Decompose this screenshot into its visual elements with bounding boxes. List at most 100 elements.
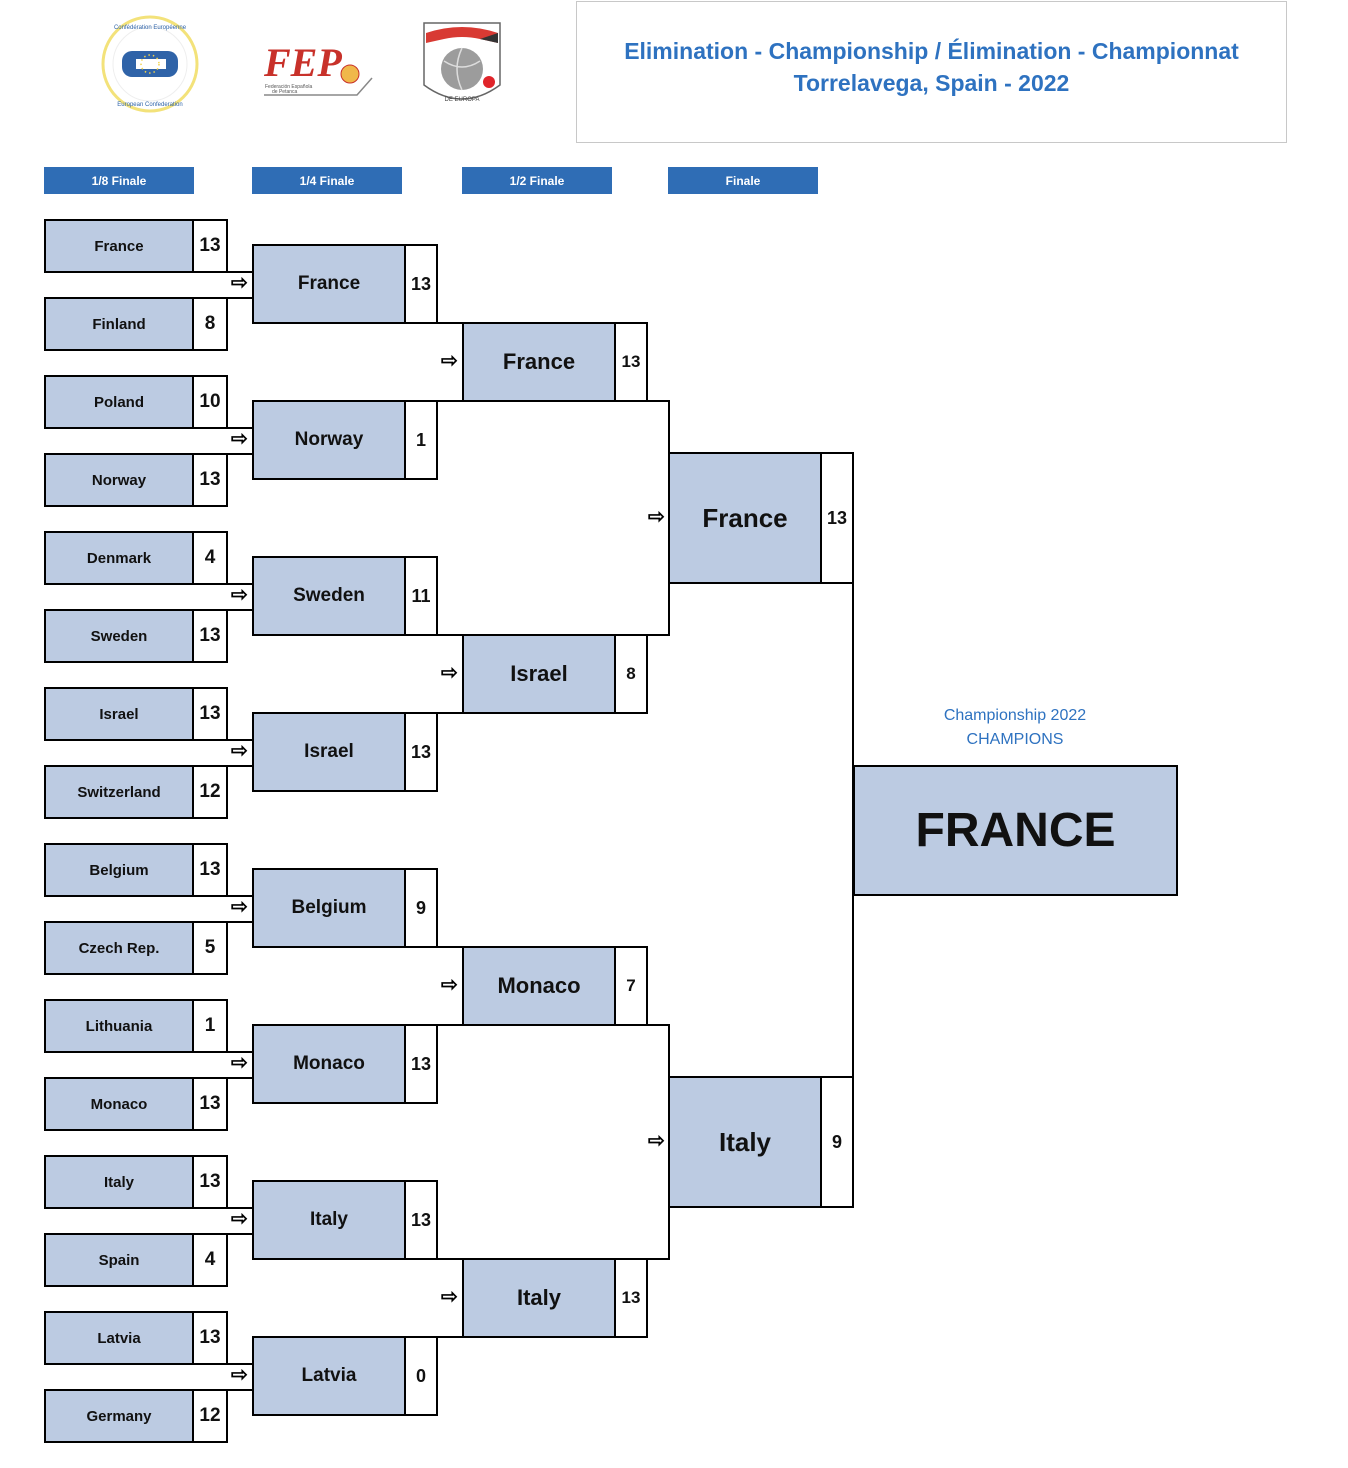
team-score: 13	[410, 1053, 432, 1074]
champion-caption-line1: Championship 2022	[943, 707, 1087, 724]
team-score: 11	[411, 585, 431, 606]
connector-line	[226, 1233, 254, 1235]
team-name: Monaco	[464, 948, 616, 1024]
team-score: 0	[415, 1365, 426, 1386]
team-score: 13	[199, 1093, 221, 1114]
connector-line	[436, 1258, 464, 1260]
arrow-right-icon: ⇨	[441, 974, 458, 996]
connector-line	[646, 634, 670, 636]
arrow-right-icon: ⇨	[231, 1208, 248, 1230]
semi-final-team-entry: Israel 8	[462, 634, 648, 714]
connector-line	[226, 1077, 254, 1079]
team-score: 4	[204, 547, 216, 568]
team-score: 13	[621, 352, 641, 371]
team-score: 13	[199, 859, 221, 880]
champion-caption-line2: CHAMPIONS	[966, 731, 1064, 748]
round-label-round-of-16: 1/8 Finale	[44, 167, 194, 194]
team-name: France	[254, 246, 406, 322]
svg-text:Federación Española: Federación Española	[265, 84, 312, 90]
team-name: Israel	[464, 636, 616, 712]
team-name: Sweden	[254, 558, 406, 634]
connector-line	[226, 453, 254, 455]
connector-line	[646, 1024, 670, 1026]
team-score: 9	[831, 1131, 842, 1152]
team-name: Germany	[46, 1391, 194, 1441]
team-score: 10	[199, 391, 221, 412]
team-name: Italy	[464, 1260, 616, 1336]
connector-line	[226, 609, 254, 611]
team-name: Italy	[46, 1157, 194, 1207]
team-score: 13	[199, 469, 221, 490]
team-name: Latvia	[46, 1313, 194, 1363]
connector-line	[436, 1336, 464, 1338]
connector-line	[226, 271, 254, 273]
connector-line	[646, 1258, 670, 1260]
connector-line	[436, 1024, 464, 1026]
cep-logo: Confédération Européenne European Confed…	[100, 14, 200, 114]
arrow-right-icon: ⇨	[231, 272, 248, 294]
team-score: 1	[415, 429, 426, 450]
arrow-right-icon: ⇨	[441, 662, 458, 684]
svg-text:DE EUROPA: DE EUROPA	[445, 97, 480, 103]
team-name: France	[670, 454, 822, 582]
team-score: 13	[410, 273, 432, 294]
round-of-16-team-entry: Czech Rep.5	[44, 921, 228, 975]
svg-text:Confédération Européenne: Confédération Européenne	[114, 25, 187, 31]
team-score: 13	[199, 703, 221, 724]
team-score: 5	[204, 937, 216, 958]
arrow-right-icon: ⇨	[231, 740, 248, 762]
connector-line	[226, 583, 254, 585]
team-name: Monaco	[254, 1026, 406, 1102]
team-name: Sweden	[46, 611, 194, 661]
svg-text:de Petanca: de Petanca	[272, 89, 298, 95]
team-name: Israel	[254, 714, 406, 790]
team-name: Monaco	[46, 1079, 194, 1129]
team-score: 8	[626, 664, 636, 683]
team-name: Norway	[254, 402, 406, 478]
team-score: 4	[204, 1249, 216, 1270]
connector-line	[226, 1363, 254, 1365]
arrow-right-icon: ⇨	[441, 1286, 458, 1308]
arrow-right-icon: ⇨	[231, 584, 248, 606]
connector-line	[226, 921, 254, 923]
fep-logo: FEP Federación Española de Petanca	[262, 40, 374, 98]
connector-line	[226, 297, 254, 299]
team-name: Italy	[254, 1182, 406, 1258]
connector-line	[646, 400, 670, 402]
connector-line	[436, 322, 464, 324]
page-subtitle: Torrelavega, Spain - 2022	[793, 70, 1070, 96]
team-score: 8	[204, 313, 216, 334]
arrow-right-icon: ⇨	[231, 896, 248, 918]
team-name: Finland	[46, 299, 194, 349]
arrow-right-icon: ⇨	[231, 428, 248, 450]
connector-line	[226, 895, 254, 897]
team-score: 13	[199, 625, 221, 646]
connector-line	[436, 400, 464, 402]
team-name: France	[46, 221, 194, 271]
team-score: 13	[410, 1209, 432, 1230]
arrow-right-icon: ⇨	[441, 350, 458, 372]
team-name: Belgium	[254, 870, 406, 946]
team-name: Latvia	[254, 1338, 406, 1414]
team-name: Denmark	[46, 533, 194, 583]
quarter-final-team-entry: Norway 1	[252, 400, 438, 480]
arrow-right-icon: ⇨	[231, 1052, 248, 1074]
team-score: 9	[415, 897, 426, 918]
team-score: 13	[199, 235, 221, 256]
